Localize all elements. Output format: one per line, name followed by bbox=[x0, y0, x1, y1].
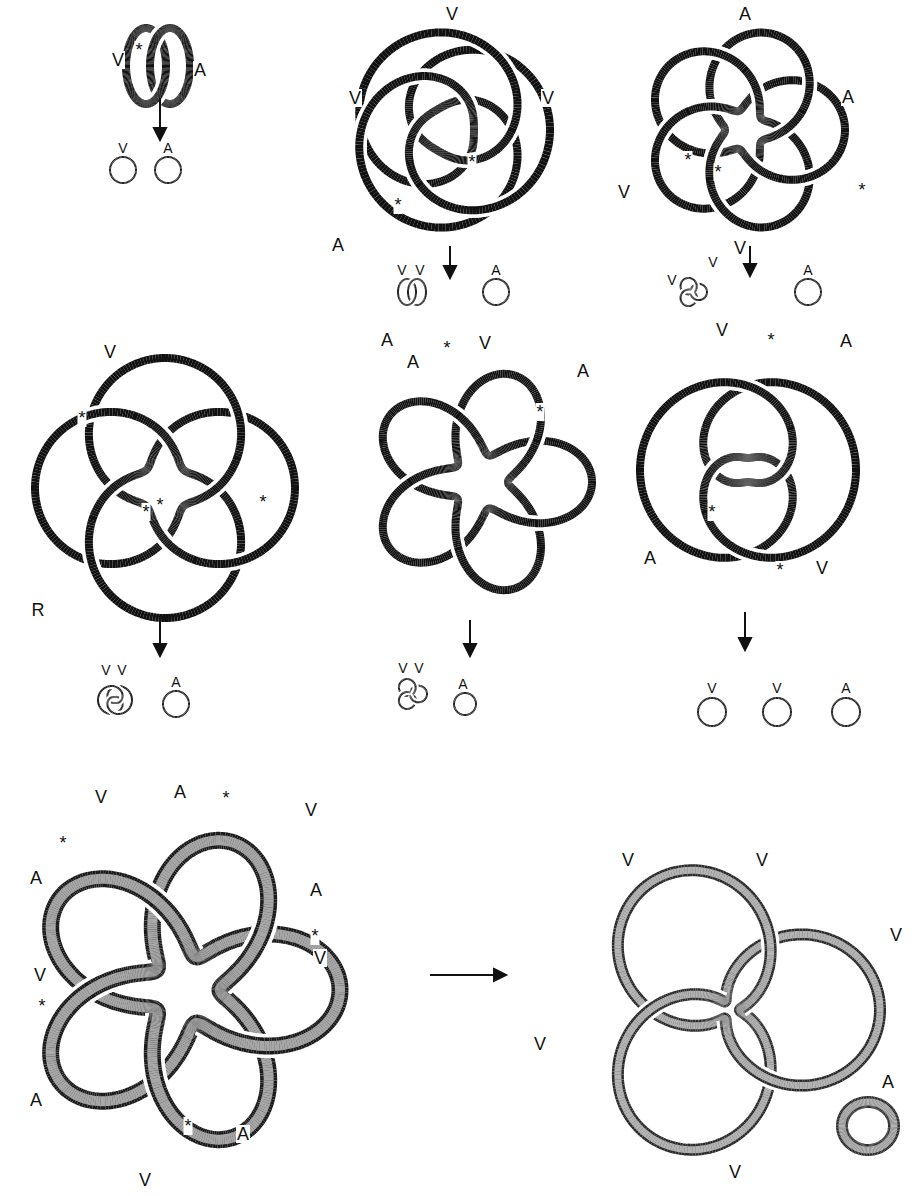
knot-diagram bbox=[359, 32, 550, 227]
knot-drawings bbox=[35, 28, 894, 1150]
unknot bbox=[110, 157, 136, 183]
unknot bbox=[155, 157, 181, 183]
